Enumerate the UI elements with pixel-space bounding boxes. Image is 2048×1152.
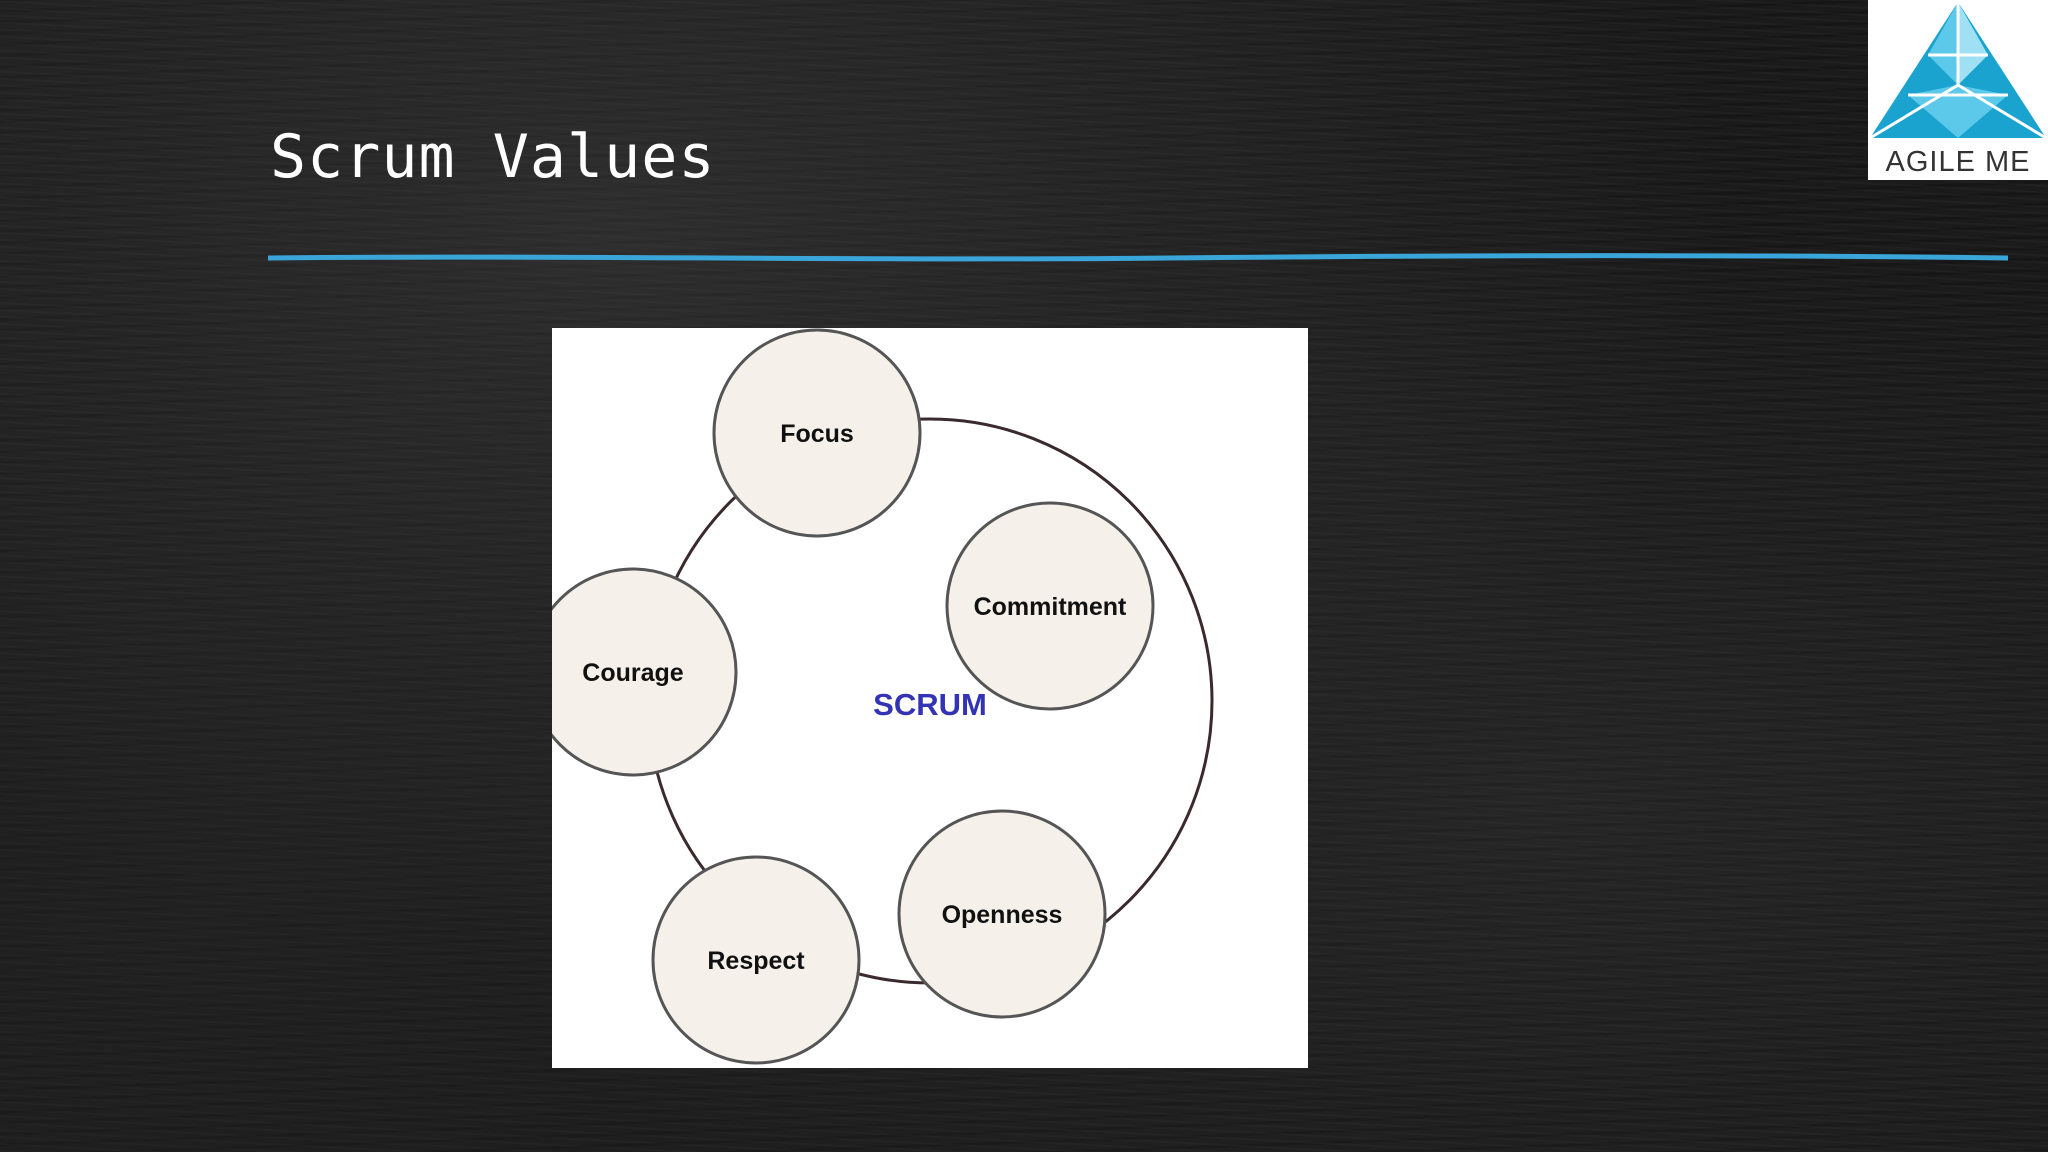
slide-title: Scrum Values (270, 122, 716, 192)
value-node-focus: Focus (712, 328, 922, 538)
agile-me-logo: AGILE ME (1868, 0, 2048, 180)
value-node-commitment: Commitment (945, 501, 1155, 711)
value-node-circle (651, 855, 861, 1065)
value-node-circle (897, 809, 1107, 1019)
title-underline (268, 253, 2008, 262)
pyramid-icon (1869, 2, 2047, 140)
value-node-label: Focus (780, 420, 854, 448)
value-node-label: Courage (582, 659, 684, 687)
value-node-courage: Courage (552, 567, 738, 777)
scrum-center-label: SCRUM (873, 687, 987, 722)
value-node-label: Openness (942, 901, 1063, 929)
value-node-circle (945, 501, 1155, 711)
logo-text: AGILE ME (1885, 146, 2031, 178)
value-node-circle (552, 567, 738, 777)
value-node-openness: Openness (897, 809, 1107, 1019)
value-node-circle (712, 328, 922, 538)
value-node-label: Respect (707, 947, 805, 975)
value-node-respect: Respect (651, 855, 861, 1065)
value-node-label: Commitment (974, 593, 1127, 621)
